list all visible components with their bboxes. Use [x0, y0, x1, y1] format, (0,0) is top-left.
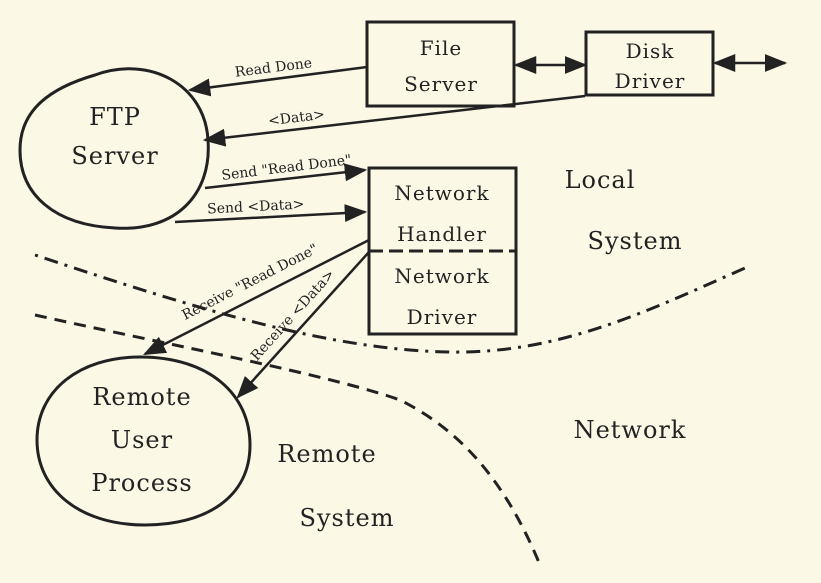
send-read-done-arrow [204, 163, 368, 190]
file-server-label-2: Server [404, 72, 478, 96]
ftp-server-label-2: Server [71, 142, 158, 170]
local-system-label-2: System [588, 227, 683, 255]
remote-user-label-3: Process [91, 469, 192, 497]
data-label: <Data> [267, 107, 326, 130]
remote-system-label-1: Remote [277, 440, 376, 468]
remote-system-label-2: System [300, 504, 395, 532]
network-driver-label-1: Network [394, 264, 489, 288]
ftp-server-label-1: FTP [89, 103, 141, 131]
remote-user-label-2: User [111, 426, 173, 454]
disk-driver-label-1: Disk [626, 39, 675, 63]
remote-user-process-node [35, 355, 252, 527]
send-data-arrow [174, 204, 368, 224]
file-server-label-1: File [420, 36, 463, 60]
receive-read-done-arrow [142, 238, 370, 356]
disk-driver-label-2: Driver [615, 69, 686, 93]
receive-data-arrow [236, 251, 370, 399]
send-data-label: Send <Data> [207, 196, 305, 217]
network-handler-label-1: Network [394, 181, 489, 205]
local-system-label-1: Local [565, 166, 636, 194]
ftp-server-node [18, 67, 210, 230]
network-driver-label-2: Driver [407, 305, 478, 329]
read-done-arrow [187, 65, 368, 97]
data-arrow [202, 94, 586, 147]
read-done-label: Read Done [234, 55, 313, 80]
local-network-boundary [34, 253, 746, 354]
network-handler-label-2: Handler [397, 222, 487, 246]
network-region-label: Network [574, 416, 687, 444]
remote-user-label-1: Remote [92, 383, 191, 411]
